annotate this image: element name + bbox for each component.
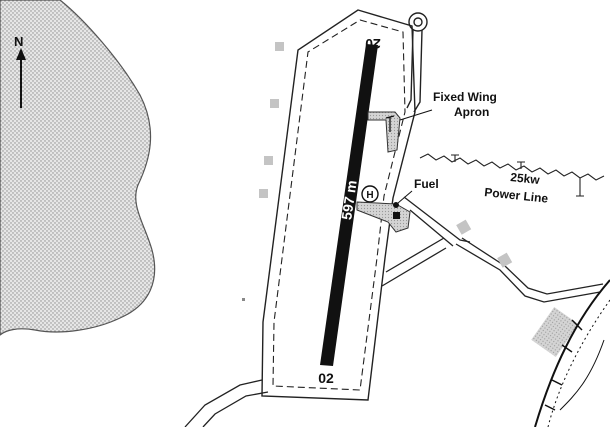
ridge-arc [534, 279, 610, 427]
apron-label-line1: Fixed Wing [433, 90, 497, 104]
helipad-label: H [366, 190, 373, 201]
fuel-area [356, 190, 413, 233]
power-kw-label: 25kw [510, 170, 541, 187]
helipad: H [361, 185, 379, 203]
airfield-boundary-dashed [272, 19, 406, 391]
airfield-boundary [261, 9, 416, 401]
buildings [242, 42, 579, 357]
runway-end-south: 02 [318, 370, 334, 386]
north-arrow: N [14, 34, 26, 108]
north-label: N [14, 34, 23, 49]
road-north-turnaround [406, 12, 428, 113]
access-roads [184, 196, 604, 427]
runway [320, 44, 378, 366]
fixed-wing-apron [367, 109, 433, 153]
water-body [0, 0, 156, 336]
power-line [419, 153, 605, 197]
fuel-label: Fuel [414, 177, 439, 191]
runway-end-north: 20 [365, 36, 381, 52]
apron-label-line2: Apron [454, 105, 489, 119]
power-line-label: Power Line [484, 185, 549, 206]
runway-length-label: 597 m [338, 179, 359, 221]
